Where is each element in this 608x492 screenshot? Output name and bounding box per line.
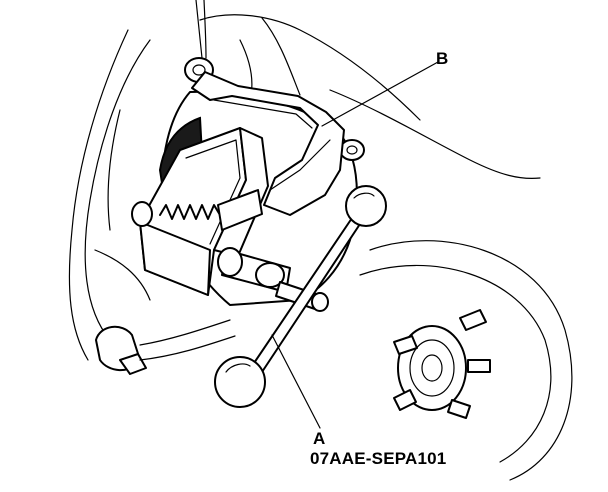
tool-t-handle (214, 185, 387, 408)
tool-number-label: 07AAE-SEPA101 (310, 449, 447, 468)
label-b: B (436, 49, 449, 68)
steering-knuckle-outline (68, 14, 541, 361)
tool-spring (131, 189, 263, 231)
caliper-spreader-tool-a (131, 127, 387, 408)
brake-disc (359, 240, 573, 481)
label-a: A (313, 429, 326, 448)
caliper-bracket-b (191, 71, 345, 216)
hanging-wire (184, 0, 214, 83)
lower-arm-joint (95, 319, 236, 375)
leader-line-a (271, 334, 321, 429)
leader-line-b (321, 61, 439, 127)
wheel-studs (393, 309, 491, 419)
